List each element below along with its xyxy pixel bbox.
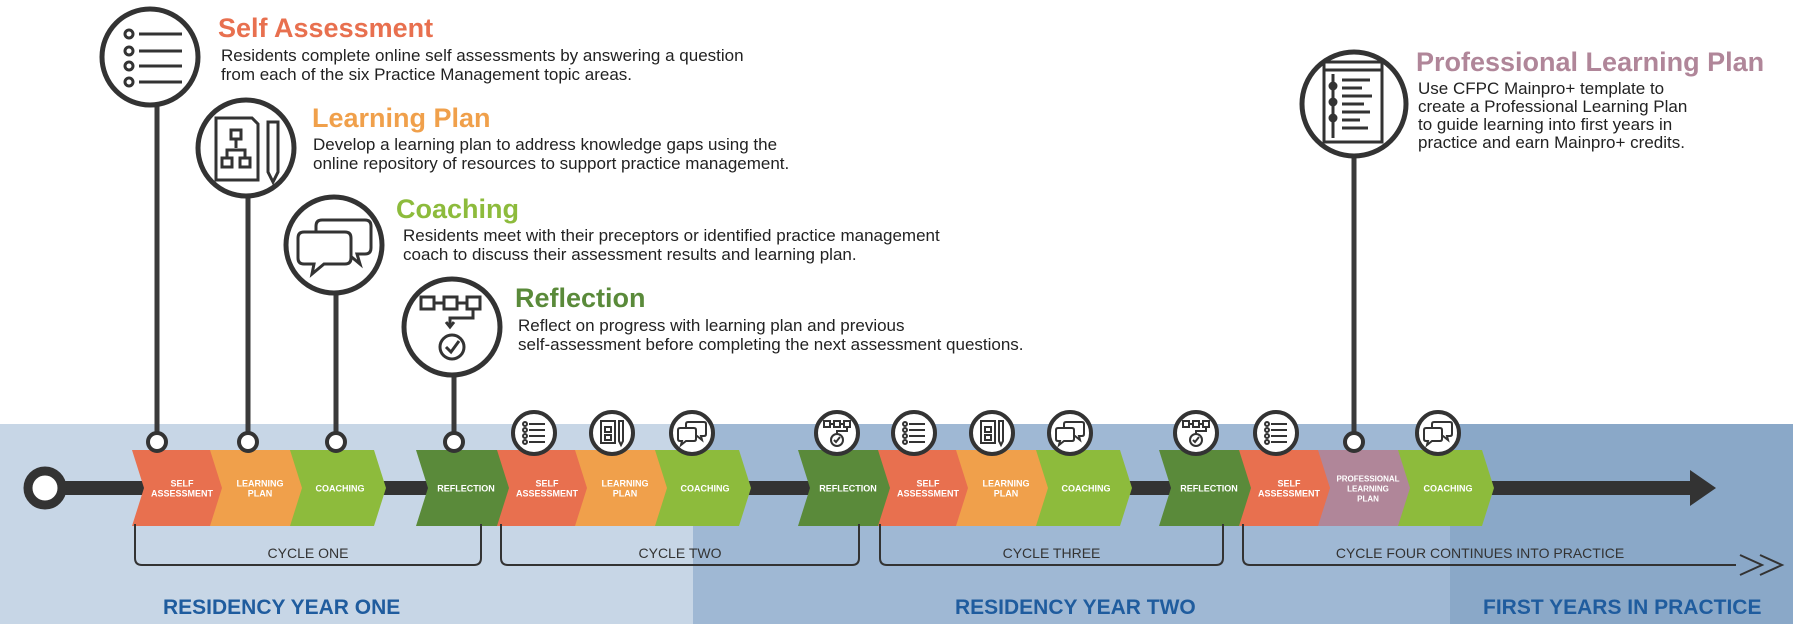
chevron-label: PLAN [1357, 495, 1379, 504]
chevron-label: LEARNING [237, 479, 284, 489]
chevron-label: COACHING [316, 484, 365, 494]
chevron-label: REFLECTION [437, 484, 495, 494]
chevron-reflection: REFLECTION [1159, 450, 1255, 526]
small-flow-check-icon [1173, 410, 1219, 456]
chevron-coaching: COACHING [290, 450, 386, 526]
small-checklist-icon [891, 410, 937, 456]
chevron-label: SELF [916, 479, 940, 489]
cycle-one-label: CYCLE ONE [267, 545, 349, 561]
chevron-label: PROFESSIONAL [1336, 475, 1399, 484]
chevron-label: SELF [1277, 479, 1301, 489]
chevron-label: SELF [170, 479, 194, 489]
chevron-label: LEARNING [983, 479, 1030, 489]
reflection-desc-line-1: Reflect on progress with learning plan a… [518, 316, 905, 335]
chevron-label: ASSESSMENT [151, 489, 214, 499]
pl-plan-desc-line-2: create a Professional Learning Plan [1418, 97, 1688, 116]
chevron-label: COACHING [1424, 484, 1473, 494]
chevron-label: COACHING [1062, 484, 1111, 494]
self-assessment-desc-line-1: Residents complete online self assessmen… [221, 46, 744, 65]
small-document-pencil-icon [969, 410, 1015, 456]
chevron-label: ASSESSMENT [897, 489, 960, 499]
chevron-label: LEARNING [1347, 485, 1389, 494]
small-flow-check-icon [814, 410, 860, 456]
reflection-desc-line-2: self-assessment before completing the ne… [518, 335, 1024, 354]
small-document-pencil-icon [589, 410, 635, 456]
chevron-coaching: COACHING [655, 450, 751, 526]
chevron-label: ASSESSMENT [516, 489, 579, 499]
cycle-three-label: CYCLE THREE [1002, 545, 1101, 561]
chevron-label: LEARNING [602, 479, 649, 489]
pl-plan-desc-line-4: practice and earn Mainpro+ credits. [1418, 133, 1685, 152]
small-speech-bubbles-icon [1415, 410, 1461, 456]
small-icons [511, 410, 1461, 456]
coaching-title: Coaching [396, 194, 520, 224]
cycle-four-label: CYCLE FOUR CONTINUES INTO PRACTICE [1335, 545, 1625, 561]
first-years-in-practice-label: FIRST YEARS IN PRACTICE [1483, 596, 1762, 619]
connector-dots [146, 431, 1365, 453]
chevron-reflection: REFLECTION [798, 450, 894, 526]
cycle-four-bracket [1242, 524, 1736, 566]
document-pencil-icon [195, 97, 297, 199]
reflection-title: Reflection [515, 283, 646, 313]
cycle-brackets [134, 524, 1785, 576]
professional-learning-plan-title: Professional Learning Plan [1416, 47, 1765, 77]
cycle-one-bracket [134, 524, 482, 566]
self-assessment-desc-line-2: from each of the six Practice Management… [221, 65, 633, 84]
cycle-two-bracket [500, 524, 860, 566]
chevron-label: ASSESSMENT [1258, 489, 1321, 499]
first-years-in-practice-band [1450, 424, 1793, 624]
speech-bubbles-icon [283, 194, 385, 296]
residency-year-one-label: RESIDENCY YEAR ONE [163, 596, 401, 619]
chevron-label: SELF [535, 479, 559, 489]
connectors [154, 90, 1357, 435]
pl-plan-desc-line-1: Use CFPC Mainpro+ template to [1418, 79, 1665, 98]
chevron-label: REFLECTION [819, 484, 877, 494]
learning-plan-title: Learning Plan [312, 103, 491, 133]
timeline-arrow [1690, 470, 1716, 506]
small-speech-bubbles-icon [1047, 410, 1093, 456]
small-speech-bubbles-icon [669, 410, 715, 456]
checklist-icon [99, 6, 201, 108]
learning-plan-desc-line-2: online repository of resources to suppor… [313, 154, 790, 173]
small-checklist-icon [511, 410, 557, 456]
chevron-reflection: REFLECTION [416, 450, 512, 526]
residency-year-two-label: RESIDENCY YEAR TWO [955, 596, 1196, 619]
chevron-label: PLAN [613, 489, 638, 499]
coaching-desc-line-2: coach to discuss their assessment result… [403, 245, 857, 264]
timeline-start-node [23, 466, 67, 510]
continue-arrows-icon [1739, 554, 1785, 576]
coaching-desc-line-1: Residents meet with their preceptors or … [403, 226, 940, 245]
cycle-three-bracket [879, 524, 1224, 566]
cycle-two-label: CYCLE TWO [638, 545, 722, 561]
flow-check-icon [401, 276, 503, 378]
pl-plan-desc-line-3: to guide learning into first years in [1418, 115, 1673, 134]
chevron-coaching: COACHING [1036, 450, 1132, 526]
learning-plan-desc-line-1: Develop a learning plan to address knowl… [313, 135, 778, 154]
chevron-label: REFLECTION [1180, 484, 1238, 494]
chevron-label: COACHING [681, 484, 730, 494]
chevron-label: PLAN [248, 489, 273, 499]
self-assessment-title: Self Assessment [218, 13, 434, 43]
small-checklist-icon [1253, 410, 1299, 456]
chevron-coaching: COACHING [1398, 450, 1494, 526]
chevron-label: PLAN [994, 489, 1019, 499]
document-list-icon [1299, 49, 1409, 159]
